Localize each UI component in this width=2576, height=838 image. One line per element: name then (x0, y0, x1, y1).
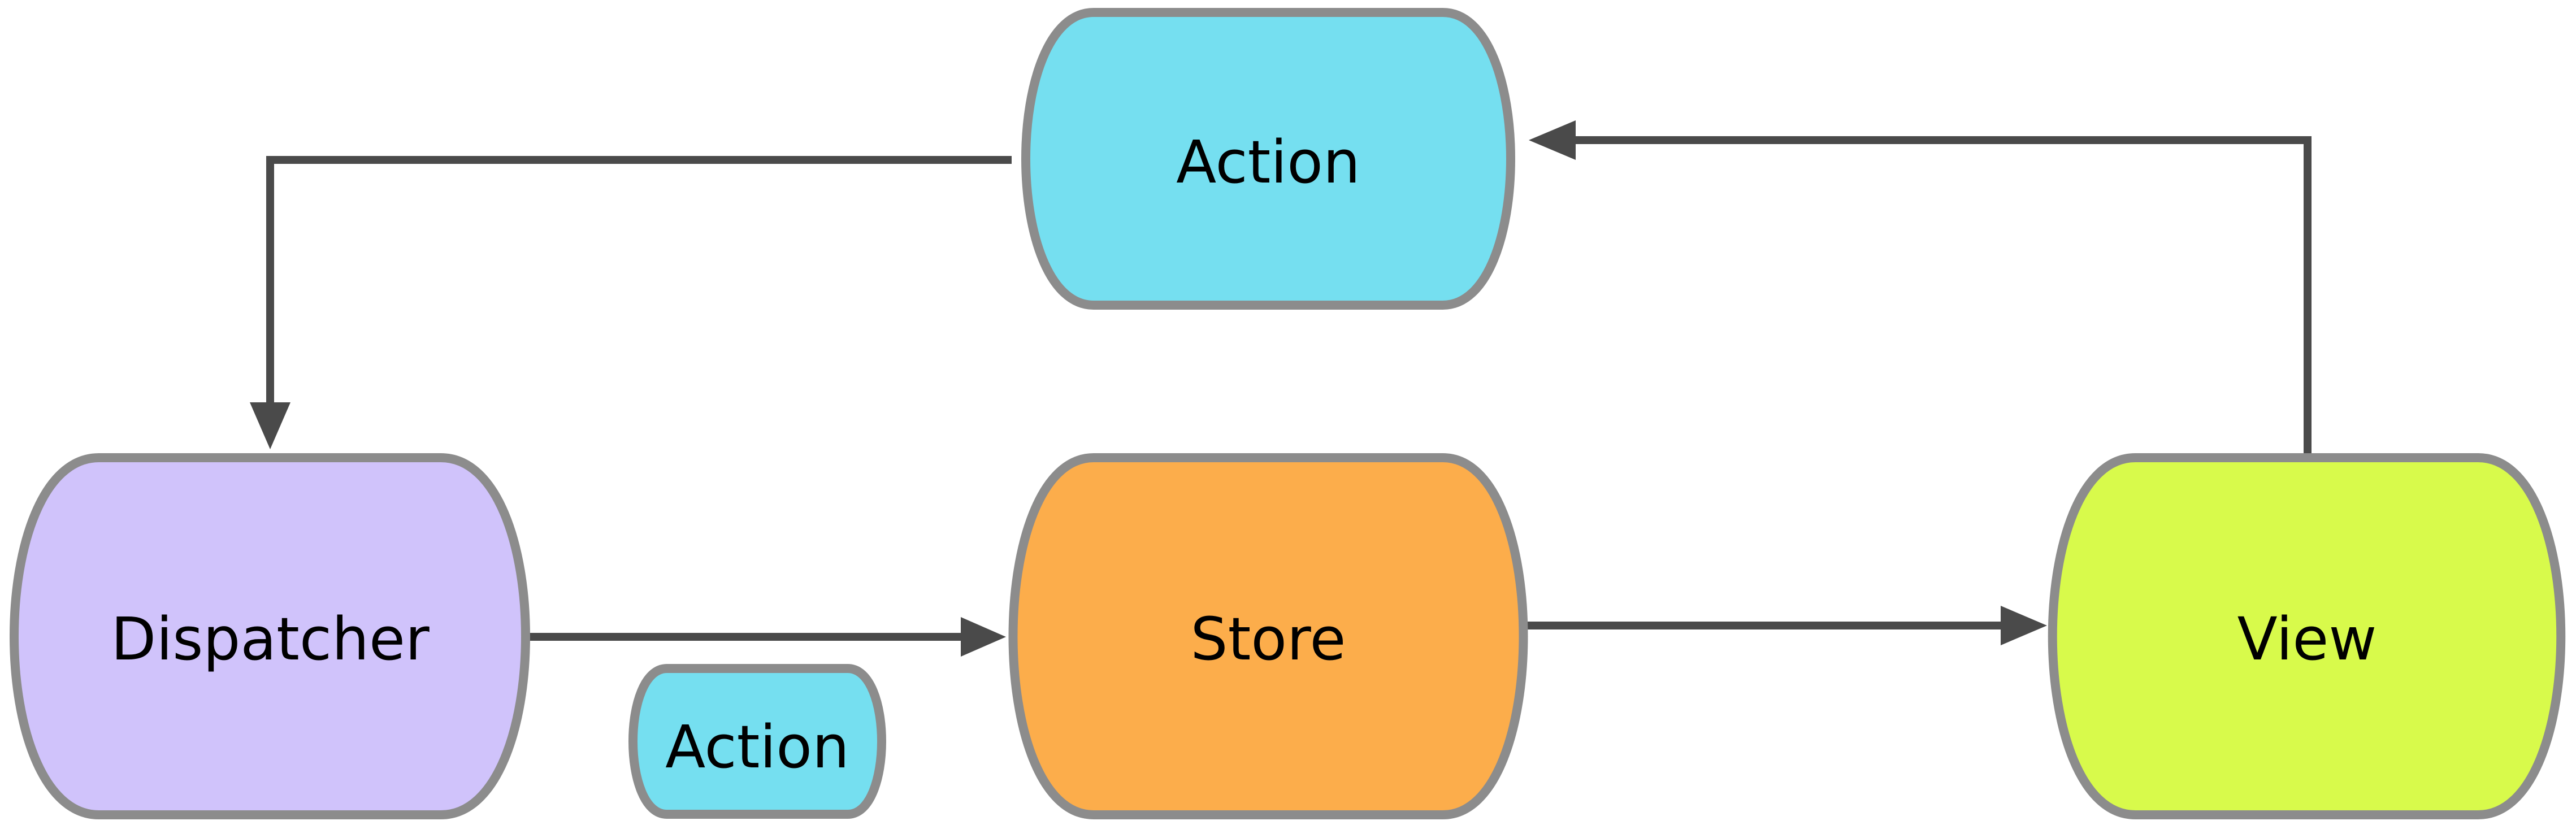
edge-store-to-view (1526, 606, 2047, 645)
dispatcher-shape (10, 453, 530, 819)
arrowhead-down (250, 402, 290, 449)
arrowhead-right (2001, 606, 2047, 645)
view-shape (2048, 453, 2566, 819)
action-small-shape (628, 664, 886, 819)
action-top-shape (1021, 8, 1515, 310)
action-small-label: Action (665, 713, 849, 781)
node-view: View (2048, 453, 2566, 819)
edge-dispatcher-to-store (529, 617, 1006, 657)
action-top-label: Action (1176, 128, 1360, 197)
dispatcher-label: Dispatcher (111, 605, 430, 674)
store-label: Store (1191, 605, 1346, 674)
node-action-top: Action (1021, 8, 1515, 310)
arrowhead-right (961, 617, 1006, 657)
edge-view-to-action (1529, 120, 2312, 453)
store-shape (1008, 453, 1528, 819)
node-dispatcher: Dispatcher (10, 453, 530, 819)
node-action-small: Action (628, 664, 886, 819)
edges (250, 120, 2312, 657)
edge-action-to-dispatcher (250, 156, 1012, 449)
arrowhead-left (1529, 120, 1576, 160)
view-label: View (2237, 605, 2377, 674)
node-store: Store (1008, 453, 1528, 819)
